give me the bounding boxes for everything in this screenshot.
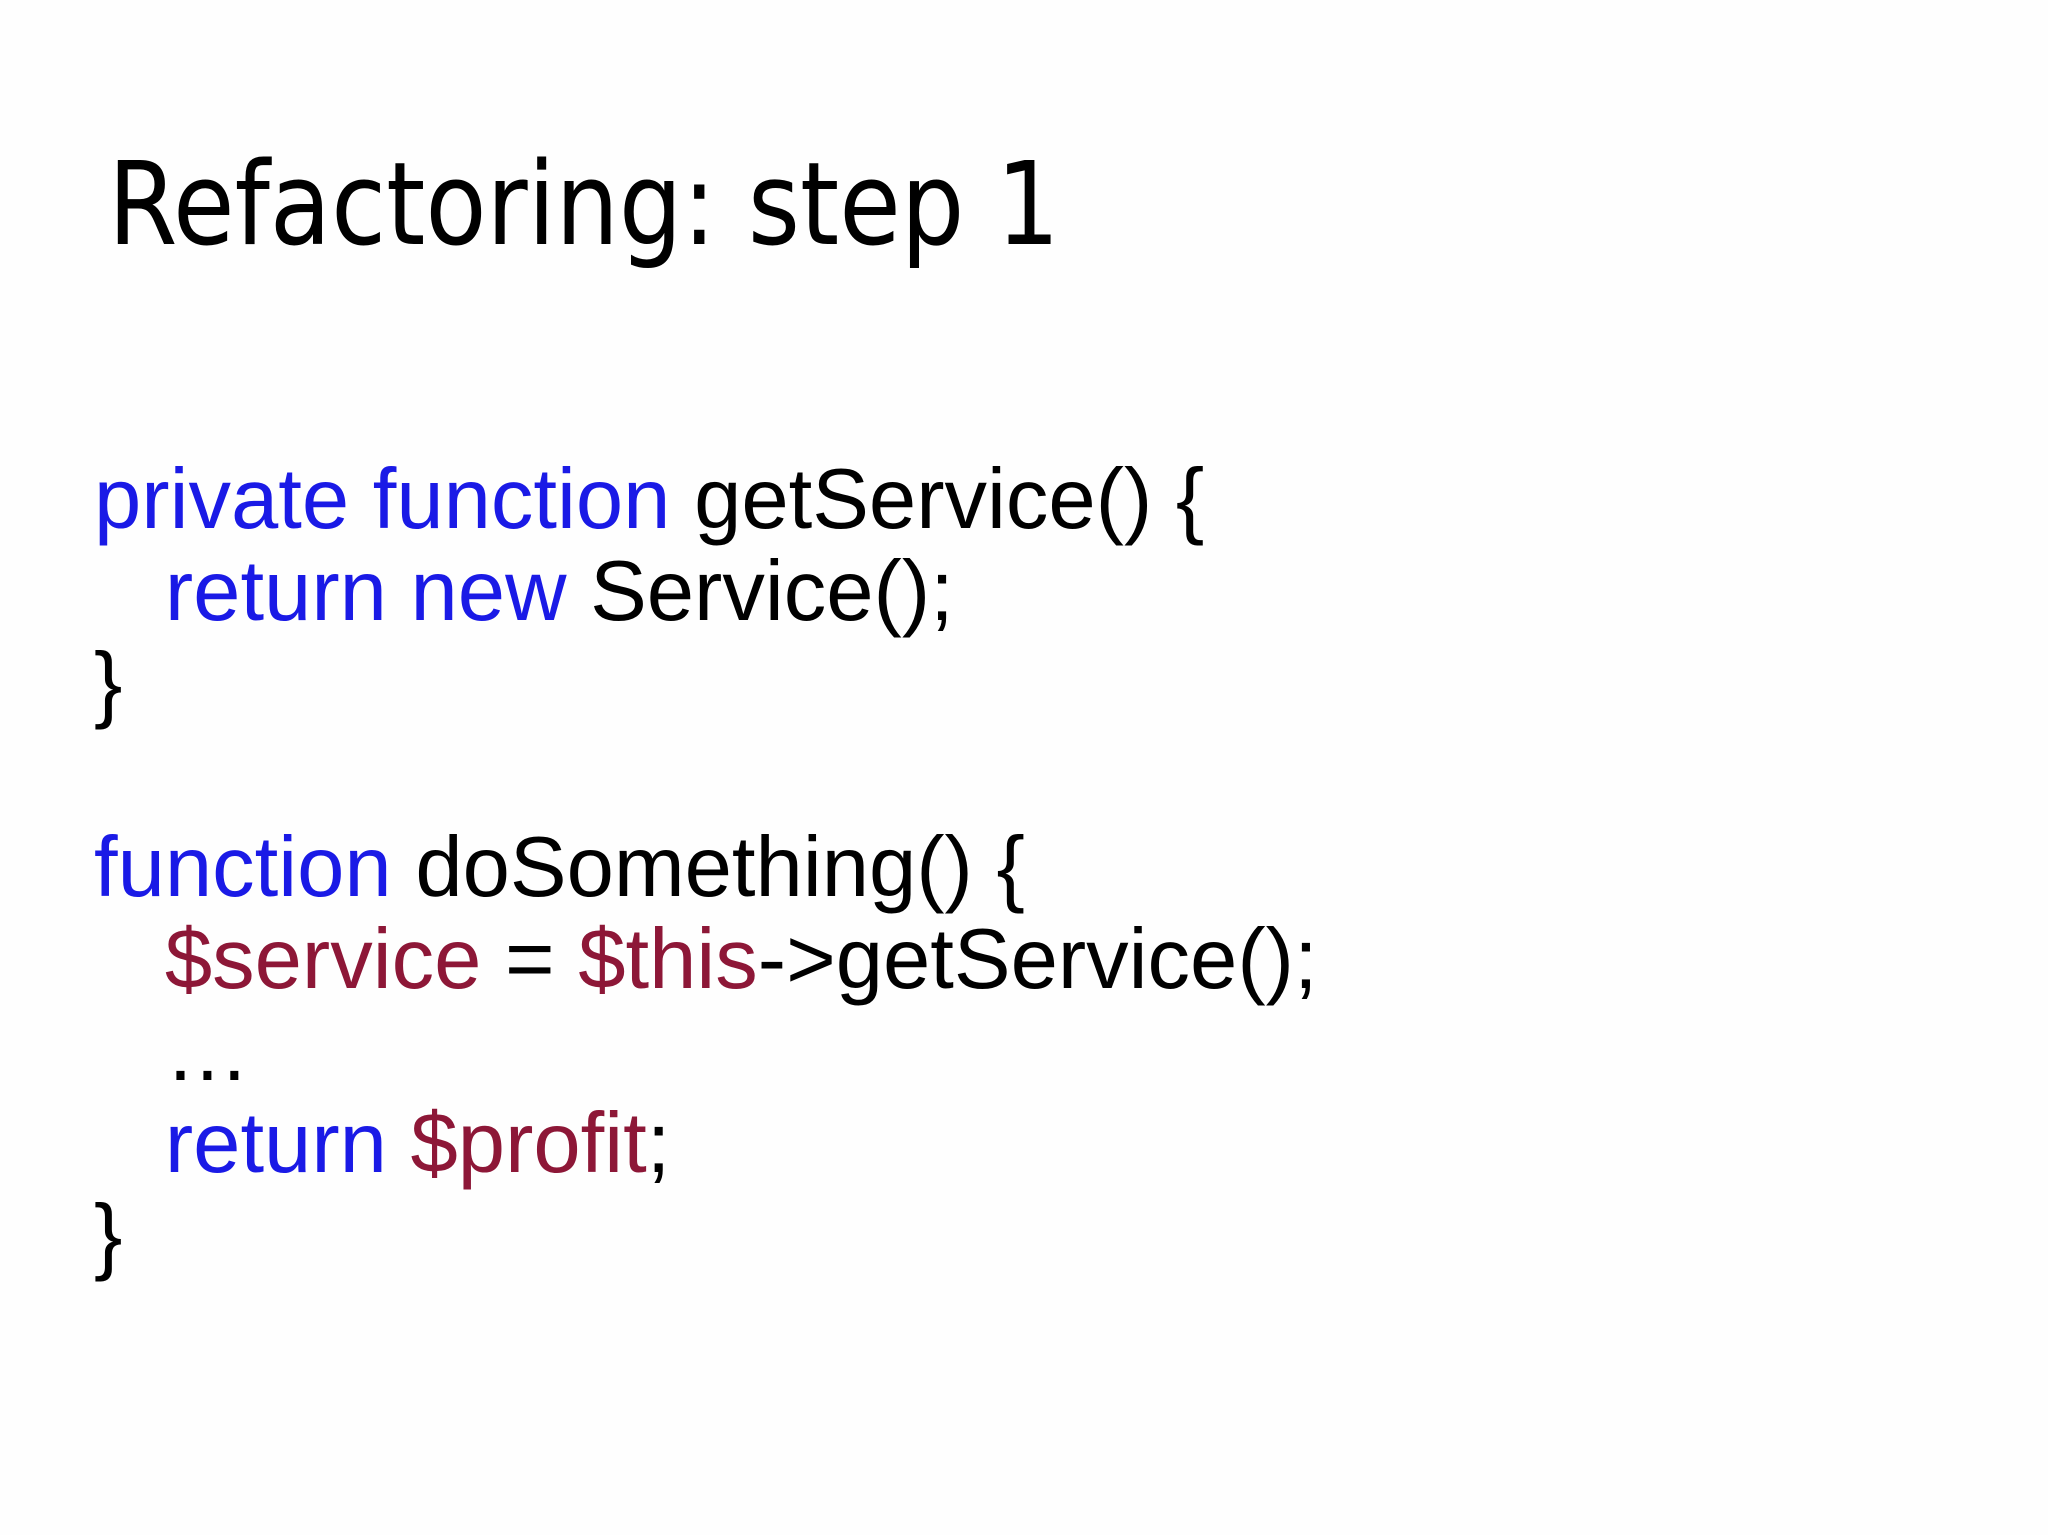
code-token-plain: doSomething() { xyxy=(391,820,1025,915)
code-line: return $profit; xyxy=(94,1098,1318,1190)
code-line: private function getService() { xyxy=(94,454,1318,546)
code-token-plain: getService() { xyxy=(694,452,1205,547)
code-token-plain: } xyxy=(94,1188,123,1283)
code-token-plain xyxy=(94,544,165,639)
code-token-plain: Service(); xyxy=(590,544,954,639)
code-token-plain: … xyxy=(94,1004,250,1099)
code-token-plain: ->getService(); xyxy=(757,912,1318,1007)
code-token-keyword: return xyxy=(164,1096,411,1191)
code-line: } xyxy=(94,1190,1318,1282)
code-line: $service = $this->getService(); xyxy=(94,914,1318,1006)
code-line: … xyxy=(94,1006,1318,1098)
slide-title: Refactoring: step 1 xyxy=(108,138,1060,272)
code-token-keyword: function xyxy=(94,820,392,915)
code-block: private function getService() { return n… xyxy=(94,454,1318,1282)
code-token-plain: ; xyxy=(646,1096,671,1191)
code-line: return new Service(); xyxy=(94,546,1318,638)
code-line xyxy=(94,730,1318,822)
code-token-keyword: return new xyxy=(164,544,591,639)
code-line: } xyxy=(94,638,1318,730)
code-token-plain: } xyxy=(94,636,123,731)
code-token-plain: = xyxy=(481,912,579,1007)
code-token-keyword: private function xyxy=(94,452,695,547)
code-line: function doSomething() { xyxy=(94,822,1318,914)
code-token-plain xyxy=(94,1096,165,1191)
code-token-variable: $service xyxy=(164,912,482,1007)
code-token-variable: $this xyxy=(578,912,758,1007)
code-token-plain xyxy=(94,912,165,1007)
code-token-variable: $profit xyxy=(410,1096,647,1191)
